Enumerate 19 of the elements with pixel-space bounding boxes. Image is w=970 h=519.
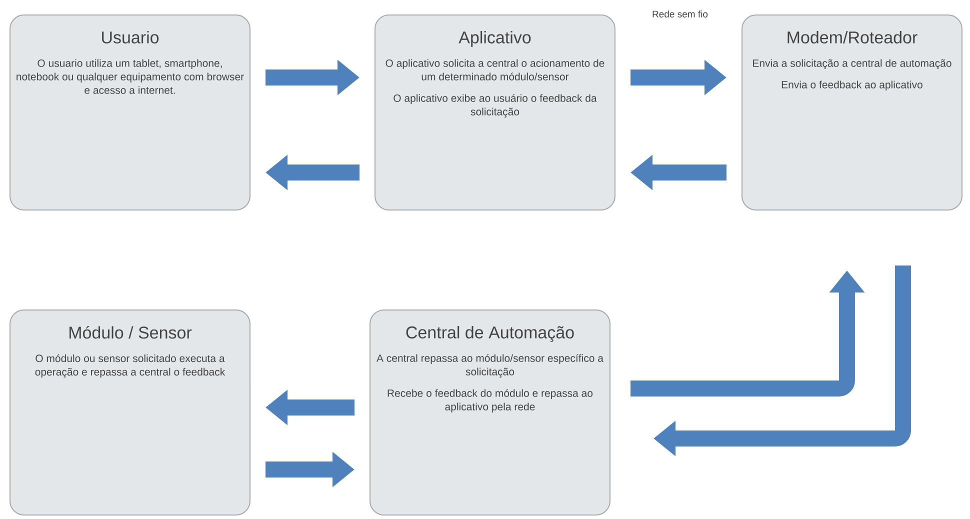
network-label: Rede sem fio — [652, 10, 708, 18]
box-text: Envia o feedback ao aplicativo — [782, 80, 922, 90]
process-box — [742, 14, 962, 210]
box-title: Usuario — [102, 31, 159, 44]
box-text: O aplicativo solicita a central o acionamento de um determinado módulo/sensor — [386, 59, 604, 80]
process-box — [10, 310, 250, 516]
box-text: O usuario utiliza um tablet, smartphone, notebook ou qualquer equipamento com browser e acesso a internet. — [16, 59, 244, 94]
box-text: Recebe o feedback do módulo e repassa ao aplicativo pela rede — [388, 389, 593, 412]
box-text: O módulo ou sensor solicitado executa a operação e repassa a central o feedback — [35, 354, 226, 378]
box-text: Envia a solicitação a central de automação — [753, 59, 952, 70]
box-title: Central de Automação — [406, 326, 574, 342]
box-title: Modem/Roteador — [788, 31, 918, 44]
box-title: Aplicativo — [458, 31, 531, 47]
box-text: A central repassa ao módulo/sensor específico a solicitação — [376, 354, 604, 378]
process-box — [374, 14, 616, 210]
process-box — [370, 310, 610, 516]
box-title: Módulo / Sensor — [70, 326, 192, 339]
box-text: O aplicativo exibe ao usuário o feedback da solicitação — [394, 94, 597, 118]
process-box — [10, 14, 250, 210]
